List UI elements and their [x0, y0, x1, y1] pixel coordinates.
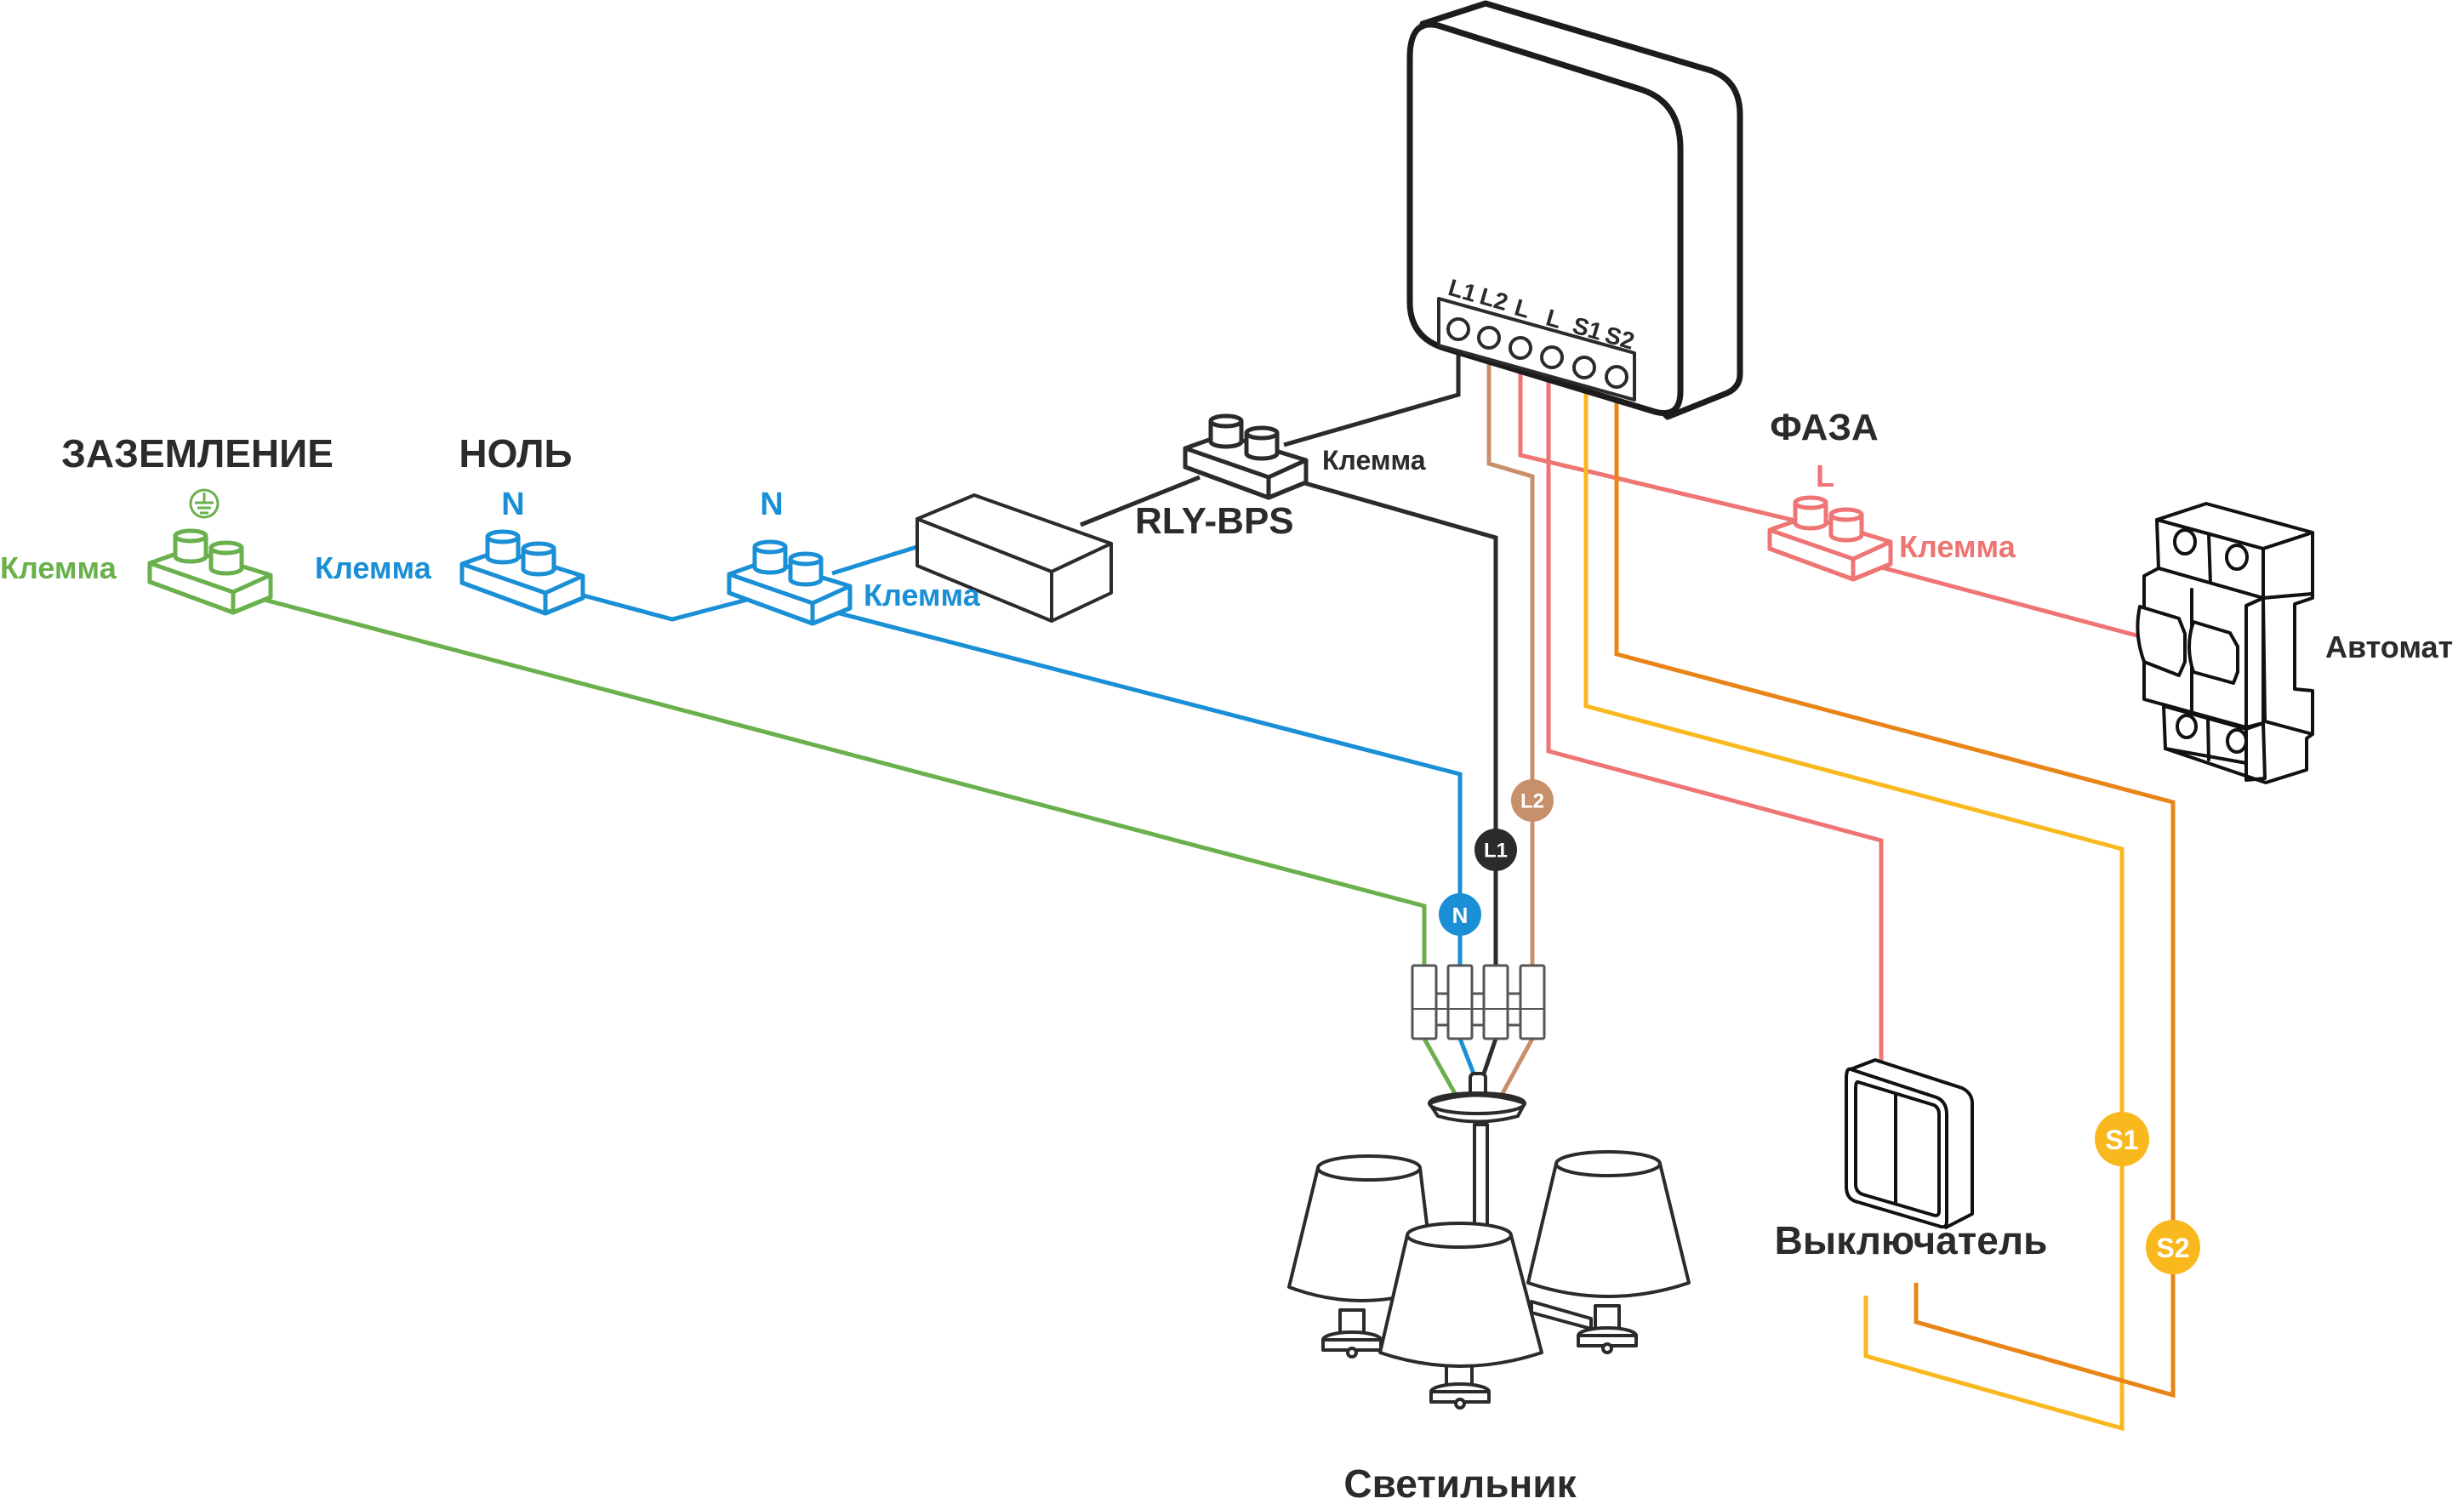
ground-terminal-label: Клемма [0, 550, 117, 585]
neutral-heading: НОЛЬ [459, 431, 572, 476]
connector-ground [1411, 964, 1438, 1040]
badge-n: N [1439, 893, 1481, 936]
terminal-l-2 [1540, 345, 1564, 369]
svg-text:L2: L2 [1520, 790, 1544, 813]
rly-bps-module [915, 493, 1113, 623]
wall-switch [1845, 1058, 1974, 1229]
ground-symbol-icon [189, 488, 220, 519]
svg-text:N: N [1452, 903, 1469, 928]
phase-wire-relay-to-terminal [1518, 348, 1796, 523]
svg-text:L1: L1 [1484, 840, 1508, 863]
badge-l2: L2 [1511, 779, 1554, 822]
relay-terminals [1446, 317, 1628, 389]
neutral-terminal-label-1: Клемма [315, 550, 432, 585]
neutral-terminal-label-2: Клемма [864, 578, 981, 612]
wago-connectors [1411, 964, 1546, 1040]
phase-terminal-label: Клемма [1899, 529, 2016, 564]
relay-module: L1 L2 L L S1 S2 [1406, 0, 1743, 420]
neutral-wire-bridge [579, 592, 748, 622]
l1-wire-relay-to-terminal [1283, 329, 1461, 447]
phase-wire-terminal-to-breaker [1871, 562, 2141, 639]
bypass-terminal-label: Клемма [1322, 445, 1426, 476]
phase-heading: ФАЗА [1770, 407, 1879, 448]
terminal-l2 [1477, 326, 1501, 350]
wire-badges: N L1 L2 S1 S2 [1439, 779, 2200, 1274]
ground-wire-to-canopy [1422, 1037, 1459, 1098]
l1-wire-to-canopy [1481, 1038, 1498, 1074]
bps-wire [1080, 475, 1201, 527]
terminal-s2 [1605, 365, 1628, 389]
ground-heading: ЗАЗЕМЛЕНИЕ [61, 431, 334, 476]
rly-bps-side [1050, 542, 1113, 623]
ground-terminal-block [150, 531, 271, 612]
terminal-l-1 [1509, 336, 1532, 360]
svg-text:S1: S1 [2105, 1125, 2138, 1155]
neutral-wire-to-canopy [1457, 1038, 1476, 1074]
circuit-breaker [2136, 502, 2314, 784]
switch-label: Выключатель [1775, 1218, 2048, 1262]
connector-l1 [1482, 964, 1509, 1040]
fixture-label: Светильник [1343, 1461, 1577, 1504]
terminal-l1 [1446, 317, 1470, 341]
neutral-terminal-block-1 [462, 532, 583, 613]
l1-wire-terminal-to-fixture [1289, 476, 1498, 970]
s2-wire [1614, 377, 2176, 1399]
svg-text:S2: S2 [2156, 1233, 2189, 1263]
wires [257, 329, 2176, 1432]
l1-terminal-block [1185, 416, 1306, 498]
neutral-terminal-block-2 [729, 542, 850, 624]
badge-s1: S1 [2095, 1112, 2149, 1166]
neutral-symbol-2: N [760, 487, 783, 522]
phase-terminal-block [1770, 498, 1891, 579]
labels: ЗАЗЕМЛЕНИЕ Клемма НОЛЬ N N Клемма Клемма… [0, 407, 2453, 1504]
badge-s2: S2 [2146, 1220, 2200, 1274]
badge-l1: L1 [1474, 829, 1517, 871]
l2-wire-to-canopy [1498, 1037, 1535, 1098]
ground-wire [257, 595, 1427, 970]
connector-l2 [1519, 964, 1546, 1040]
rly-bps-label: RLY-BPS [1135, 500, 1294, 542]
connector-neutral [1446, 964, 1474, 1040]
breaker-label: Автомат [2325, 630, 2453, 664]
chandelier [1287, 1072, 1691, 1410]
neutral-symbol-1: N [501, 487, 524, 522]
l2-wire [1486, 338, 1535, 970]
phase-wire-to-switch [1546, 358, 1884, 1065]
neutral-wire-to-fixture [829, 608, 1463, 970]
terminal-s1 [1572, 356, 1596, 379]
phase-symbol: L [1816, 459, 1834, 493]
